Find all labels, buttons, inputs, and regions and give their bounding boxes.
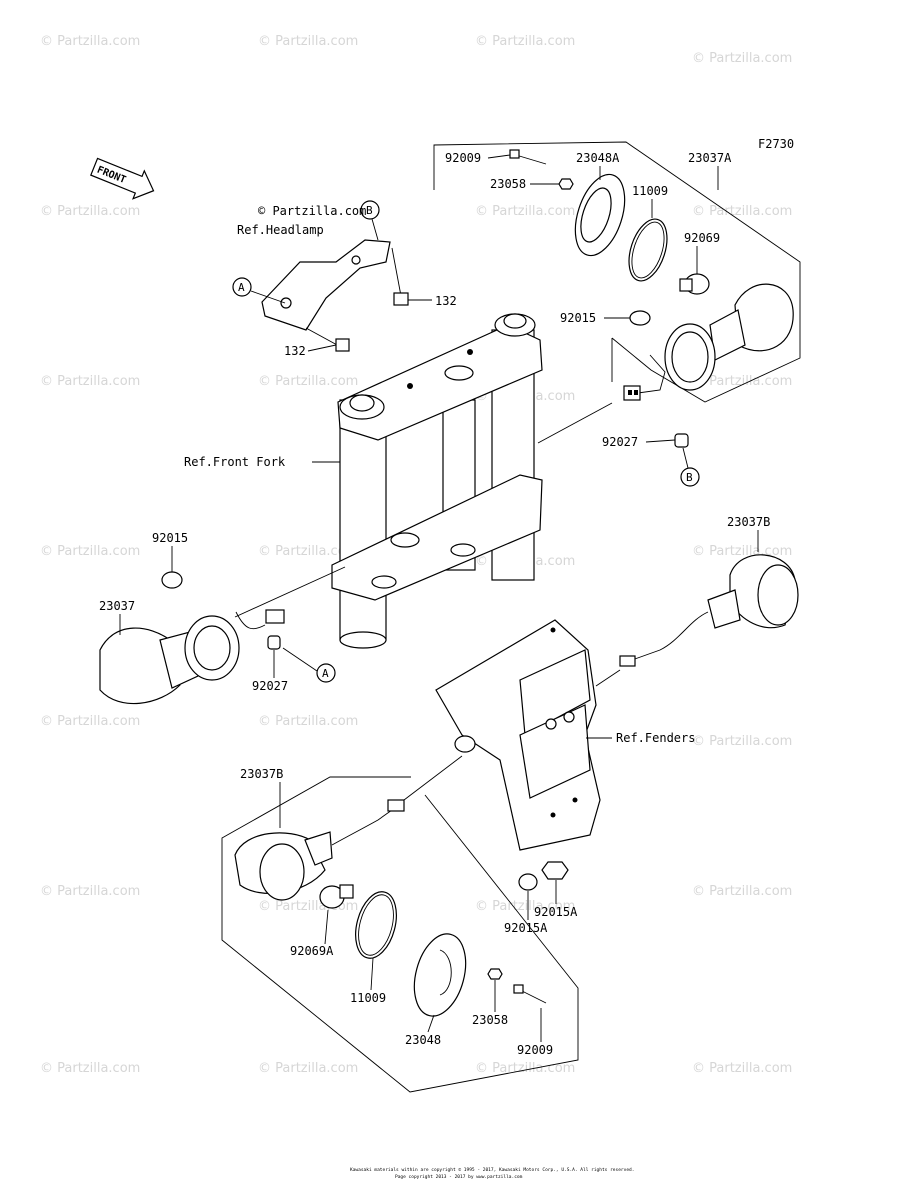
watermark: © Partzilla.com: [258, 204, 366, 218]
part-label: 23037A: [688, 151, 732, 165]
watermark: © Partzilla.com: [40, 34, 140, 49]
ref-headlamp-label: Ref.Headlamp: [237, 223, 324, 237]
group-outline-right: [433, 141, 801, 403]
bolt-132-right: [391, 247, 409, 306]
watermark: © Partzilla.com: [475, 899, 575, 914]
turn-signal-23037a: [623, 283, 794, 401]
part-labels: 92009 23048A 23037A 23058 11009 92069 13…: [99, 151, 770, 1057]
copyright-line-2: Page copyright 2013 - 2017 by www.partzi…: [395, 1174, 523, 1180]
marker-b-upper: B: [360, 200, 380, 241]
headlamp-bracket: [261, 239, 391, 331]
part-label: 92015A: [504, 921, 548, 935]
part-label: 92015: [152, 531, 188, 545]
grommet-92015-right: [629, 310, 651, 326]
part-label: 132: [435, 294, 457, 308]
watermark: © Partzilla.com: [692, 884, 792, 899]
watermark: © Partzilla.com: [692, 544, 792, 559]
front-fork-assembly: [331, 313, 543, 649]
marker-a-label: A: [322, 667, 329, 680]
front-direction-arrow: FRONT: [90, 157, 155, 200]
watermark: © Partzilla.com: [692, 204, 792, 219]
bolt-132-left: [305, 327, 350, 352]
ref-fenders-label: Ref.Fenders: [616, 731, 695, 745]
part-label: 92015A: [534, 905, 578, 919]
copyright-line-1: Kawasaki materials within are copyright …: [350, 1167, 634, 1173]
group-outline-bottom: [221, 776, 579, 1093]
bulb-92069a: [319, 884, 354, 909]
part-label: 92015: [560, 311, 596, 325]
figure-code: F2730: [758, 137, 794, 151]
part-label: 23037B: [727, 515, 770, 529]
turn-signal-23037: [99, 609, 285, 705]
watermark: © Partzilla.com: [692, 51, 792, 66]
screw-92009-top: [509, 149, 547, 165]
turn-signal-23037b-right: [619, 554, 799, 667]
marker-b-label: B: [686, 471, 693, 484]
part-label: 92069A: [290, 944, 334, 958]
watermark: © Partzilla.com: [40, 204, 140, 219]
watermark: © Partzilla.com: [258, 714, 358, 729]
marker-a-lower: A: [282, 647, 336, 683]
nut-92015a-1: [541, 861, 569, 880]
watermark: © Partzilla.com: [692, 374, 792, 389]
marker-a-upper: A: [232, 277, 286, 304]
part-label: 23037: [99, 599, 135, 613]
nut-23058-bottom: [487, 968, 503, 980]
marker-b-lower: B: [680, 447, 700, 487]
part-label: 11009: [350, 991, 386, 1005]
marker-a-label: A: [238, 281, 245, 294]
ref-front-fork-label: Ref.Front Fork: [184, 455, 286, 469]
screw-92009-bottom: [513, 984, 547, 1004]
watermark: © Partzilla.com: [40, 374, 140, 389]
watermark: © Partzilla.com: [258, 34, 358, 49]
watermark: © Partzilla.com: [40, 884, 140, 899]
part-label: 23048A: [576, 151, 620, 165]
gasket-11009-top: [628, 218, 668, 282]
watermark: © Partzilla.com: [258, 544, 358, 559]
part-label: 11009: [632, 184, 668, 198]
part-label: 92027: [252, 679, 288, 693]
part-label: 92009: [517, 1043, 553, 1057]
part-label: 92069: [684, 231, 720, 245]
turn-signal-23037b-left: [234, 799, 405, 901]
watermark: © Partzilla.com: [475, 204, 575, 219]
part-label: 23058: [472, 1013, 508, 1027]
watermark: © Partzilla.com: [258, 374, 358, 389]
bulb-92069: [679, 273, 710, 295]
watermark: © Partzilla.com: [692, 734, 792, 749]
watermark: © Partzilla.com: [475, 34, 575, 49]
watermark: © Partzilla.com: [40, 714, 140, 729]
watermark: © Partzilla.com: [475, 1061, 575, 1076]
gasket-11009-bottom: [355, 891, 397, 959]
watermark: © Partzilla.com: [40, 1061, 140, 1076]
lens-23048: [413, 933, 467, 1017]
grommet-92015-left: [161, 571, 183, 589]
marker-b-label: B: [366, 204, 373, 217]
part-label: 23058: [490, 177, 526, 191]
collar-92027-left: [267, 635, 281, 650]
nut-23058-top: [558, 178, 574, 190]
lens-23048a: [574, 173, 626, 257]
part-label: 92027: [602, 435, 638, 449]
nut-92015a-2: [518, 873, 538, 891]
part-label: 23048: [405, 1033, 441, 1047]
fender-bracket: [435, 619, 601, 851]
part-label: 92009: [445, 151, 481, 165]
watermark: © Partzilla.com: [692, 1061, 792, 1076]
part-label: 23037B: [240, 767, 283, 781]
part-label: 132: [284, 344, 306, 358]
watermark: © Partzilla.com: [40, 544, 140, 559]
watermark: © Partzilla.com: [258, 1061, 358, 1076]
collar-92027-right: [674, 433, 689, 448]
